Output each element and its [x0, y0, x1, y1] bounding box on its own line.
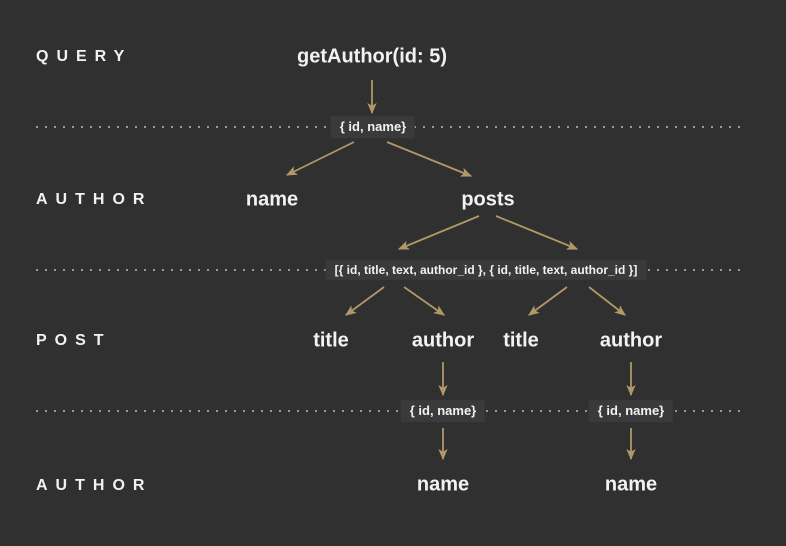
arrow-posts-to-list-left	[397, 215, 480, 250]
arrow-list-to-title1	[345, 286, 385, 316]
node-post1-author: author	[411, 329, 475, 352]
resolver-result-posts: [{ id, title, text, author_id }, { id, t…	[325, 259, 647, 281]
arrow-result-to-posts	[386, 141, 473, 177]
resolver-result-author1: { id, name}	[400, 400, 486, 422]
node-author-posts: posts	[461, 188, 515, 211]
node-post1-author-name: name	[416, 473, 470, 496]
node-post1-title: title	[313, 329, 349, 352]
arrow-list-to-title2	[528, 286, 568, 316]
arrow-result-to-name	[285, 141, 355, 176]
row-label-post: POST	[36, 332, 112, 349]
node-post2-author: author	[599, 329, 663, 352]
resolver-result-root: { id, name}	[330, 116, 416, 138]
node-query-root: getAuthor(id: 5)	[297, 45, 447, 68]
arrow-posts-to-list-right	[495, 215, 579, 250]
node-post2-author-name: name	[604, 473, 658, 496]
row-label-author: AUTHOR	[36, 191, 153, 208]
resolver-result-author2: { id, name}	[588, 400, 674, 422]
row-label-author2: AUTHOR	[36, 477, 153, 494]
row-label-query: QUERY	[36, 48, 133, 65]
arrow-list-to-author1	[403, 286, 445, 316]
arrow-list-to-author2	[588, 286, 626, 316]
node-post2-title: title	[503, 329, 539, 352]
resolver-line-3	[36, 410, 744, 412]
node-author-name: name	[245, 188, 299, 211]
